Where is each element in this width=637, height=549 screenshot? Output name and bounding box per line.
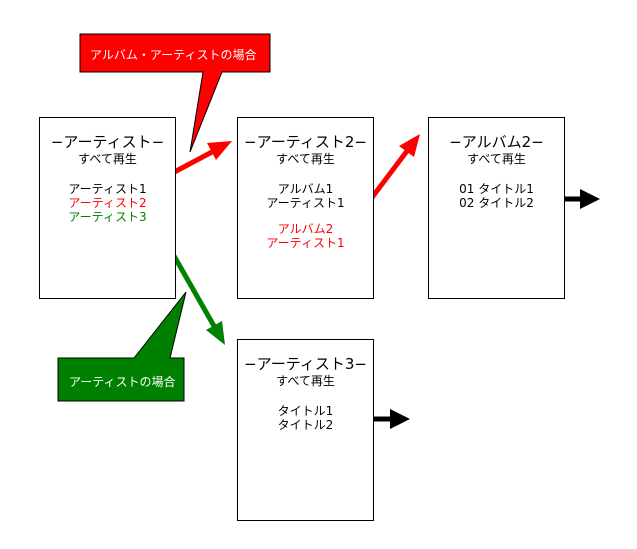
list-item-album2-artist: アーティスト1 <box>266 236 345 250</box>
artist2-title: −アーティスト2− <box>244 133 367 151</box>
play-all-label[interactable]: すべて再生 <box>276 152 335 166</box>
artist-list-title: −アーティスト− <box>50 133 165 151</box>
artist3-card: −アーティスト3− すべて再生 タイトル1 タイトル2 <box>237 339 374 521</box>
track-item-2[interactable]: 02 タイトル2 <box>459 196 534 210</box>
list-item-artist1[interactable]: アーティスト1 <box>68 182 147 196</box>
album-artist-callout-label: アルバム・アーティストの場合 <box>90 48 257 62</box>
artist-list-card: −アーティスト− すべて再生 アーティスト1 アーティスト2 アーティスト3 <box>39 117 176 299</box>
play-all-label[interactable]: すべて再生 <box>276 374 335 388</box>
list-item-album2[interactable]: アルバム2 <box>277 222 334 236</box>
artist-list: アーティスト1 アーティスト2 アーティスト3 <box>40 182 175 224</box>
list-item-artist3[interactable]: アーティスト3 <box>68 210 147 224</box>
track-item-2[interactable]: タイトル2 <box>277 418 334 432</box>
artist2-card: −アーティスト2− すべて再生 アルバム1 アーティスト1 アルバム2 アーティ… <box>237 117 374 299</box>
album2-title: −アルバム2− <box>449 133 544 151</box>
track-item-1[interactable]: 01 タイトル1 <box>459 182 534 196</box>
artist2-list: アルバム1 アーティスト1 アルバム2 アーティスト1 <box>238 182 373 250</box>
list-item-album1[interactable]: アルバム1 <box>277 182 334 196</box>
artist-callout-shape <box>57 291 187 402</box>
list-item-artist2[interactable]: アーティスト2 <box>68 196 147 210</box>
play-all-label[interactable]: すべて再生 <box>467 152 526 166</box>
artist3-track-list: タイトル1 タイトル2 <box>238 404 373 432</box>
artist3-title: −アーティスト3− <box>244 355 367 373</box>
album2-track-list: 01 タイトル1 02 タイトル2 <box>429 182 564 210</box>
album2-card: −アルバム2− すべて再生 01 タイトル1 02 タイトル2 <box>428 117 565 299</box>
list-item-album1-artist: アーティスト1 <box>266 196 345 210</box>
play-all-label[interactable]: すべて再生 <box>78 152 137 166</box>
track-item-1[interactable]: タイトル1 <box>277 404 334 418</box>
album-artist-callout-shape <box>79 33 271 153</box>
artist-callout-label: アーティストの場合 <box>69 375 176 389</box>
